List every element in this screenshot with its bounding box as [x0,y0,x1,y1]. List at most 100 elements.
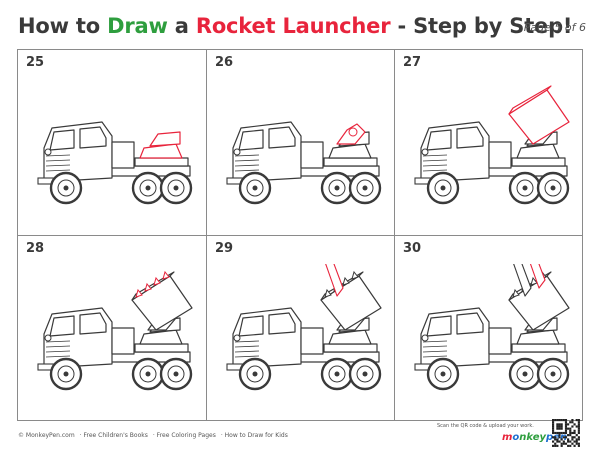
turret-base [328,143,372,159]
rocket-tip [530,276,538,286]
footer-links: © MonkeyPen.com · Free Children's Books · … [18,432,293,439]
rocket-tip [512,288,520,298]
qr-module [571,438,574,441]
truck-flatbed [511,157,566,167]
step-cell: 27 [394,50,582,235]
cab-window-side [456,312,484,335]
qr-module [575,434,578,437]
qr-module [575,442,578,445]
qr-module [571,421,574,424]
title-part-a: a [167,14,196,38]
cab-window-front [238,129,264,151]
qr-module [577,431,580,435]
step-cell: 30 [394,235,582,420]
qr-module [558,419,561,422]
cab-window-side [456,126,484,149]
qr-module [560,442,563,445]
rocket-launcher-drawing [414,264,570,391]
wheel-hub [362,371,368,377]
grille-line [234,355,260,358]
qr-module [552,440,555,443]
footer-link-coloring[interactable]: · Free Coloring Pages [152,432,216,439]
grille-line [45,154,71,157]
qr-module [569,427,572,430]
qr-module [569,431,572,435]
headlight [44,334,52,342]
cab-window-front [426,129,452,151]
qr-module [556,438,559,441]
wheel-hub [334,371,340,377]
qr-module [558,440,561,443]
qr-module [567,444,570,447]
qr-module [571,431,574,435]
qr-module [569,434,572,437]
qr-module [573,444,576,447]
step-cell: 28 [18,235,206,420]
grille-line [45,340,71,343]
rocket-launcher-drawing [414,85,570,205]
grille-line [45,164,71,167]
footer-link-how-to-draw[interactable]: · How to Draw for Kids [220,432,288,439]
rocket-tip [153,276,161,286]
qr-module [554,431,557,435]
grille-line [234,164,260,167]
wheel-hub [252,185,258,191]
footer-link-books[interactable]: · Free Children's Books [79,432,148,439]
pivot-joint [348,127,358,137]
truck-flatbed [323,157,378,167]
headlight [421,148,429,156]
qr-module [564,442,568,445]
cab-rear-box [488,141,512,169]
qr-module [552,423,555,426]
qr-module [564,419,568,422]
grille-line [422,164,448,167]
qr-module [564,423,568,426]
title-part-draw: Draw [107,14,168,38]
scan-note: Scan the QR code & upload your work. [437,423,534,429]
qr-module [569,444,572,447]
qr-module [562,440,565,443]
qr-module [552,429,555,432]
qr-module [560,419,563,422]
grille-line [422,350,448,353]
grille-line [45,350,71,353]
qr-module [554,444,557,447]
footer-site: © MonkeyPen.com [18,432,75,439]
step-cell: 26 [206,50,394,235]
cab-window-front [49,315,75,337]
headlight [233,148,241,156]
truck-flatbed [511,343,566,353]
qr-module [556,419,559,422]
turret-mount [149,131,181,147]
qr-module [552,436,555,439]
qr-module [564,429,568,432]
rocket-tip [144,282,152,292]
qr-module [577,436,580,439]
qr-module [573,431,576,435]
qr-module [556,425,559,428]
qr-module [558,423,561,426]
turret-base [516,329,560,345]
rocket-tip [162,270,170,280]
qr-module [558,434,561,437]
qr-module [577,444,580,447]
grille-line [422,345,448,348]
cab-window-side [79,126,107,149]
rocket-tip [324,288,332,298]
qr-module [577,429,580,432]
turret-base [139,329,183,345]
wheel-hub [145,371,151,377]
qr-module [571,436,574,439]
page-number-label: Page 5 of 6 [523,21,586,34]
qr-module [558,427,561,430]
qr-module [560,427,563,430]
qr-module [562,436,565,439]
qr-module [577,442,580,445]
qr-module [564,421,568,424]
qr-module [577,425,580,428]
qr-module [569,440,572,443]
truck-flatbed [134,157,189,167]
launcher-pod [508,89,570,145]
qr-module [575,425,578,428]
headlight [233,334,241,342]
